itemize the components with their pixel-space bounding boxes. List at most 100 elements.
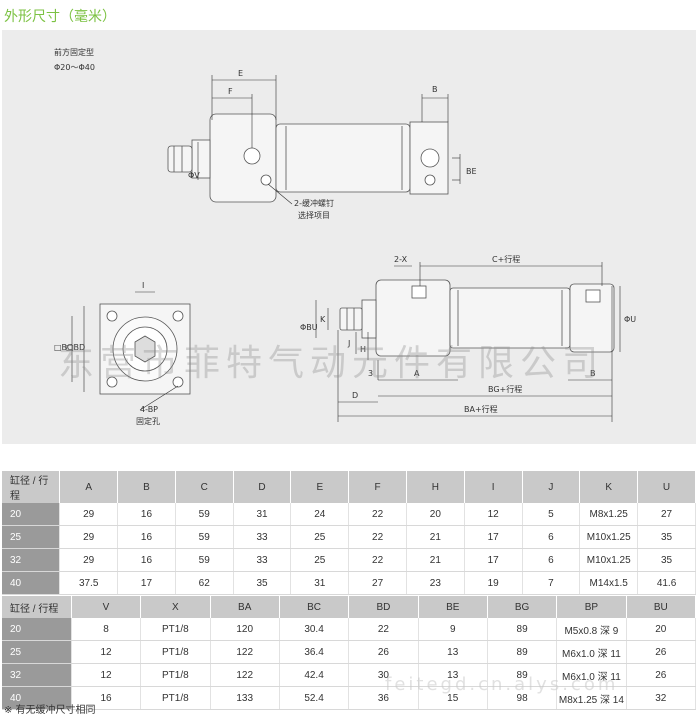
table-cell: PT1/8 xyxy=(140,618,211,641)
table-cell: 21 xyxy=(406,548,465,572)
table-cell: 40 xyxy=(2,571,61,595)
watermark-url: feitegd.cn.alys.com xyxy=(385,674,619,695)
header-cell: BG xyxy=(487,596,558,618)
table-cell: 12 xyxy=(464,503,523,526)
header-cell: 缸径 / 行程 xyxy=(2,596,72,618)
table-cell: M6x1.0 深 11 xyxy=(556,640,627,664)
table-cell: 31 xyxy=(233,503,292,526)
table-cell: M14x1.5 xyxy=(579,571,639,595)
table-row: 25 12 PT1/8 122 36.4 26 13 89 M6x1.0 深 1… xyxy=(2,640,697,664)
table-cell: 20 xyxy=(2,618,72,641)
flange-view xyxy=(99,303,191,395)
table-cell: 17 xyxy=(117,571,176,595)
table-cell: 35 xyxy=(233,571,292,595)
table-cell: 20 xyxy=(406,503,465,526)
table-cell: 59 xyxy=(175,525,234,549)
table-cell: 23 xyxy=(406,571,465,595)
table-cell: 122 xyxy=(210,663,280,687)
header-cell: H xyxy=(406,471,465,503)
drawing-svg: 前方固定型 Φ20～Φ40 xyxy=(54,47,636,426)
table-cell: 27 xyxy=(348,571,407,595)
dim-label-u: ΦU xyxy=(624,315,636,324)
dim-label-bg-stroke: BG+行程 xyxy=(488,384,522,394)
table-cell: 25 xyxy=(2,640,72,664)
table-cell: 29 xyxy=(59,503,119,526)
table-cell: 89 xyxy=(487,618,558,641)
table-cell: 13 xyxy=(418,640,488,664)
dim-label-v: ΦV xyxy=(188,171,200,180)
table-cell: 36 xyxy=(348,686,419,710)
header-cell: F xyxy=(348,471,407,503)
table-cell: 120 xyxy=(210,618,280,641)
header-cell: E xyxy=(290,471,350,503)
table-cell: 17 xyxy=(464,548,523,572)
table-cell: 42.4 xyxy=(279,663,350,687)
table-cell: 22 xyxy=(348,525,407,549)
table-header-row: 缸径 / 行程 A B C D E F H I J K U xyxy=(2,471,696,503)
table-cell: 5 xyxy=(522,503,581,526)
side-dimension-lines xyxy=(315,262,621,422)
dimension-table-2: 缸径 / 行程 V X BA BC BD BE BG BP BU 20 8 PT… xyxy=(2,596,697,710)
table-cell: 22 xyxy=(348,503,407,526)
table-cell: M8x1.25 深 14 xyxy=(556,686,627,710)
dim-label-2x: 2-X xyxy=(394,255,408,264)
cushion-screw-label: 2-缓冲螺钉 xyxy=(294,198,334,208)
header-cell: J xyxy=(522,471,581,503)
table-cell: 6 xyxy=(522,548,581,572)
table-cell: M10x1.25 xyxy=(579,548,639,572)
table-cell: 25 xyxy=(290,525,350,549)
table-cell: PT1/8 xyxy=(140,640,211,664)
table-cell: 89 xyxy=(487,640,558,664)
table-cell: M5x0.8 深 9 xyxy=(556,618,627,641)
side-cylinder xyxy=(339,279,615,357)
table-cell: PT1/8 xyxy=(140,686,211,710)
dim-label-k: K xyxy=(320,315,326,324)
table-cell: 32 xyxy=(2,663,72,687)
bore-range-label: Φ20～Φ40 xyxy=(54,63,95,72)
dim-label-b-side: B xyxy=(590,369,596,378)
fix-hole-label: 固定孔 xyxy=(136,416,160,426)
table-cell: 40 xyxy=(2,686,72,710)
table-cell: 41.6 xyxy=(637,571,696,595)
header-cell: BD xyxy=(348,596,419,618)
dim-label-e: E xyxy=(238,69,243,78)
table-cell: 8 xyxy=(71,618,142,641)
dim-label-f: F xyxy=(228,87,233,96)
table-cell: 26 xyxy=(626,663,697,687)
flange-dimension-lines xyxy=(71,291,179,411)
header-cell: BE xyxy=(418,596,488,618)
table-row: 20 8 PT1/8 120 30.4 22 9 89 M5x0.8 深 9 2… xyxy=(2,618,697,641)
page-title: 外形尺寸（毫米） xyxy=(4,9,116,25)
technical-drawing: 前方固定型 Φ20～Φ40 xyxy=(2,30,696,444)
table-cell: 12 xyxy=(71,663,142,687)
dim-label-i-flange: I xyxy=(142,281,144,290)
table-cell: 37.5 xyxy=(59,571,119,595)
table-cell: 9 xyxy=(418,618,488,641)
table-cell: 26 xyxy=(348,640,419,664)
table-cell: 122 xyxy=(210,640,280,664)
table-cell: 20 xyxy=(2,503,61,526)
table-cell: 35 xyxy=(637,548,696,572)
top-dimension-lines xyxy=(197,75,461,205)
header-cell: 缸径 / 行程 xyxy=(2,471,61,503)
table-cell: M6x1.0 深 11 xyxy=(556,663,627,687)
footnote: ※ 有无缓冲尺寸相同 xyxy=(4,705,96,716)
table-row: 25 29 16 59 33 25 22 21 17 6 M10x1.25 35 xyxy=(2,525,696,549)
table-cell: 29 xyxy=(59,548,119,572)
dim-label-h: H xyxy=(360,345,366,354)
table-cell: 32 xyxy=(2,548,61,572)
dim-label-ba-stroke: BA+行程 xyxy=(464,404,498,414)
table-row: 32 12 PT1/8 122 42.4 30 13 89 M6x1.0 深 1… xyxy=(2,663,697,687)
dim-label-be: BE xyxy=(466,167,477,176)
dimension-table-1: 缸径 / 行程 A B C D E F H I J K U 20 29 16 5… xyxy=(2,471,696,595)
table-cell: 62 xyxy=(175,571,234,595)
header-cell: BC xyxy=(279,596,350,618)
table-cell: 22 xyxy=(348,548,407,572)
dim-label-bd: □BD xyxy=(66,343,85,352)
table-cell: 35 xyxy=(637,525,696,549)
table-cell: 133 xyxy=(210,686,280,710)
header-cell: BP xyxy=(556,596,627,618)
table-cell: 89 xyxy=(487,663,558,687)
optional-label: 选择项目 xyxy=(298,210,330,220)
table-cell: 13 xyxy=(418,663,488,687)
